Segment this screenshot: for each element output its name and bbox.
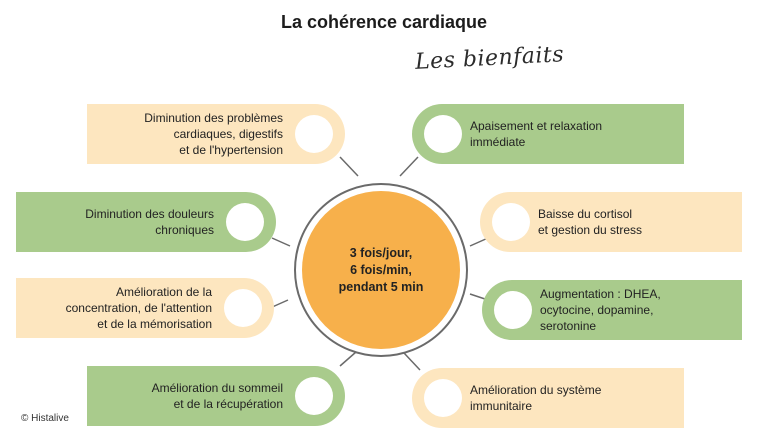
circle-icon: [424, 379, 462, 417]
circle-icon: [224, 289, 262, 327]
center-text: 3 fois/jour, 6 fois/min, pendant 5 min: [338, 245, 424, 294]
benefit-right-3: Augmentation : DHEA, ocytocine, dopamine…: [482, 280, 742, 340]
circle-icon: [492, 203, 530, 241]
benefit-left-2: Diminution des douleurs chroniques: [16, 192, 276, 252]
benefit-left-1: Diminution des problèmes cardiaques, dig…: [87, 104, 345, 164]
center-disc: 3 fois/jour, 6 fois/min, pendant 5 min: [302, 191, 460, 349]
benefit-text: Amélioration du système immunitaire: [470, 383, 602, 413]
benefit-text: Baisse du cortisol et gestion du stress: [538, 207, 643, 237]
benefit-text: Diminution des douleurs chroniques: [85, 207, 214, 237]
benefit-left-3: Amélioration de la concentration, de l'a…: [16, 278, 274, 338]
benefit-left-4: Amélioration du sommeil et de la récupér…: [87, 366, 345, 426]
connector-mid-upper-left: [271, 237, 291, 247]
circle-icon: [226, 203, 264, 241]
circle-icon: [494, 291, 532, 329]
diagram-title: La cohérence cardiaque: [280, 12, 488, 32]
benefit-right-2: Baisse du cortisol et gestion du stress: [480, 192, 742, 252]
benefit-right-4: Amélioration du système immunitaire: [412, 368, 684, 428]
benefit-text: Amélioration du sommeil et de la récupér…: [151, 381, 283, 411]
benefit-right-1: Apaisement et relaxation immédiate: [412, 104, 684, 164]
connector-top-left: [339, 156, 359, 177]
benefit-text: Diminution des problèmes cardiaques, dig…: [144, 111, 283, 157]
connector-bottom-left: [339, 351, 357, 367]
benefit-text: Apaisement et relaxation immédiate: [470, 119, 603, 149]
circle-icon: [295, 115, 333, 153]
circle-icon: [424, 115, 462, 153]
connector-bottom-right: [403, 352, 421, 371]
connector-top-right: [399, 156, 419, 177]
copyright-credit: © Histalive: [21, 413, 69, 424]
benefit-text: Augmentation : DHEA, ocytocine, dopamine…: [540, 287, 661, 333]
circle-icon: [295, 377, 333, 415]
benefit-text: Amélioration de la concentration, de l'a…: [65, 285, 212, 331]
